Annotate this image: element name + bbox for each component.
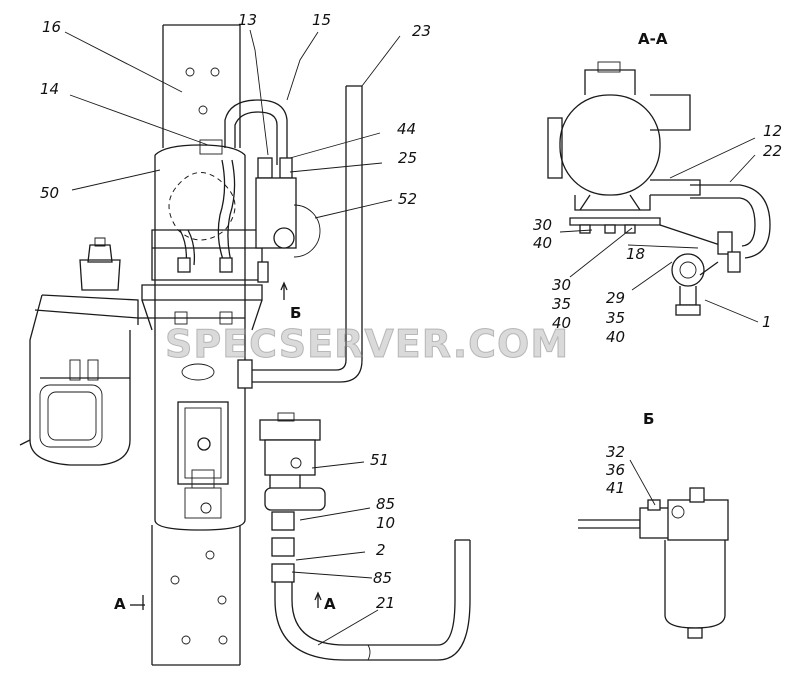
view-mark-a-left: А	[114, 595, 126, 613]
section-arrows	[130, 281, 322, 610]
callout-14: 14	[40, 80, 60, 98]
callout-22: 22	[763, 142, 783, 160]
callout-40-b: 40	[552, 314, 572, 332]
callout-25: 25	[398, 149, 418, 167]
callout-13: 13	[238, 11, 258, 29]
hand-pump-assembly	[19, 237, 152, 466]
callout-41: 41	[606, 479, 626, 497]
view-mark-a-right: А	[324, 595, 336, 613]
view-mark-b-arrow: Б	[290, 304, 302, 322]
view-aa	[547, 61, 771, 316]
watermark: SPECSERVER.COM	[164, 322, 570, 367]
callout-16: 16	[42, 18, 62, 36]
callout-1: 1	[762, 313, 772, 331]
callout-2: 2	[376, 541, 386, 559]
view-b	[578, 487, 729, 639]
callout-35-b: 35	[606, 309, 626, 327]
callout-36: 36	[606, 461, 626, 479]
callout-85-upper: 85	[376, 495, 396, 513]
callout-15: 15	[312, 11, 332, 29]
callout-51: 51	[370, 451, 390, 469]
callout-35-a: 35	[552, 295, 572, 313]
callout-30-a: 30	[533, 216, 553, 234]
callout-30-b: 30	[552, 276, 572, 294]
callout-21: 21	[376, 594, 396, 612]
callout-29: 29	[606, 289, 626, 307]
frame-rail	[151, 24, 241, 666]
callout-18: 18	[626, 245, 646, 263]
section-title-aa: А-А	[638, 30, 668, 48]
callout-50: 50	[40, 184, 60, 202]
callout-40-a: 40	[533, 234, 553, 252]
callout-40-c: 40	[606, 328, 626, 346]
fuel-line-21	[259, 412, 471, 661]
callout-23: 23	[412, 22, 432, 40]
leader-lines	[64, 29, 759, 646]
callout-52: 52	[398, 190, 418, 208]
section-title-b: Б	[643, 410, 655, 428]
callout-12: 12	[763, 122, 783, 140]
callout-44: 44	[397, 120, 417, 138]
filter-body	[141, 139, 263, 531]
callout-32: 32	[606, 443, 626, 461]
callout-85-lower: 85	[373, 569, 393, 587]
pipe-23	[237, 85, 363, 389]
callout-10: 10	[376, 514, 396, 532]
hose-loops	[177, 99, 321, 283]
